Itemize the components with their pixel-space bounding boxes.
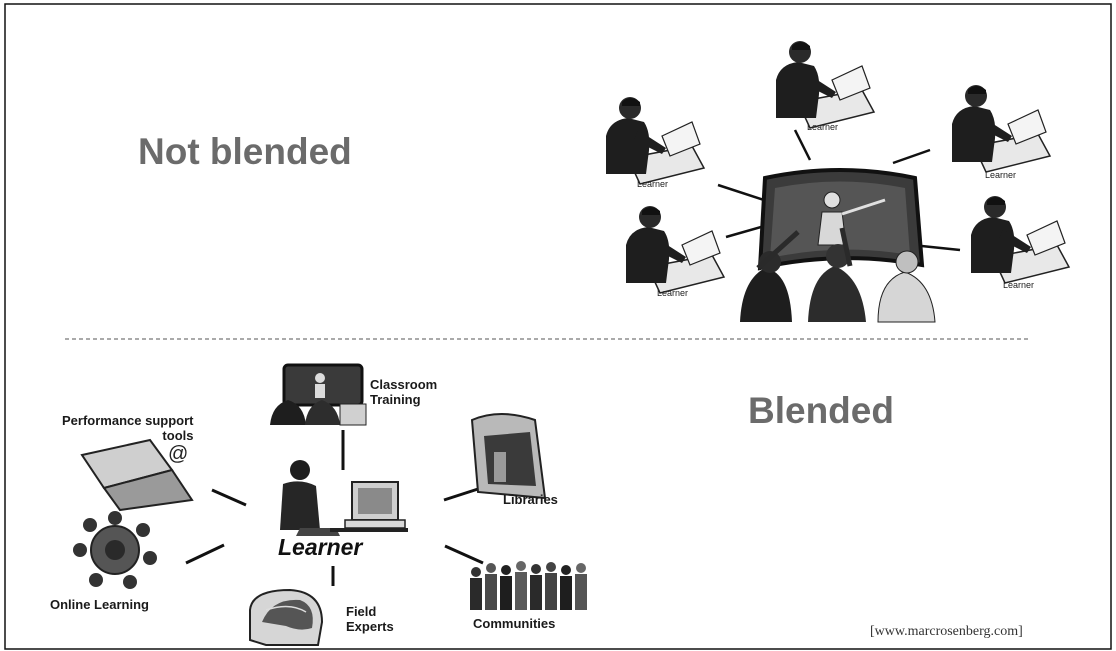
classroom-presentation-diagram — [605, 40, 1070, 323]
learner-caption: Learner — [807, 122, 839, 132]
online-learning-label: Online Learning — [50, 597, 149, 612]
learner-caption: Learner — [637, 179, 669, 189]
learner-icon — [625, 205, 725, 294]
learner-icon — [605, 96, 705, 185]
not-blended-heading: Not blended — [138, 131, 352, 172]
presentation-board-icon — [740, 168, 936, 323]
connector-line — [793, 129, 812, 161]
expert-head-icon — [249, 588, 324, 646]
slide-frame — [4, 3, 1112, 650]
connector-line — [892, 148, 931, 165]
connector-line — [185, 543, 225, 565]
communities-label: Communities — [473, 616, 556, 631]
classroom-training-icon — [270, 363, 367, 426]
online-network-icon — [73, 511, 157, 589]
learner-caption: Learner — [1003, 280, 1035, 290]
learner-caption: Learner — [985, 170, 1017, 180]
blended-heading: Blended — [748, 390, 894, 431]
learner-center-label: Learner — [278, 534, 363, 560]
blended-learning-diagram: @ — [73, 363, 587, 646]
libraries-label: Libraries — [503, 492, 558, 507]
learner-computer-icon — [280, 460, 408, 536]
connector-line — [444, 544, 484, 565]
learner-icon — [951, 84, 1051, 173]
library-book-icon — [470, 413, 547, 500]
source-credit: [www.marcrosenberg.com] — [870, 624, 1023, 639]
performance-support-label: Performance support tools — [62, 413, 194, 443]
classroom-training-label: Classroom Training — [370, 377, 438, 407]
svg-text:@: @ — [168, 443, 188, 465]
laptop-icon: @ — [80, 438, 194, 512]
field-experts-label: Field Experts — [346, 604, 394, 634]
connector-line — [717, 183, 771, 204]
communities-crowd-icon — [470, 561, 587, 610]
learner-icon — [970, 195, 1070, 284]
connector-line — [211, 488, 247, 507]
learner-caption: Learner — [657, 288, 689, 298]
connector-line — [443, 487, 479, 502]
learner-icon — [775, 40, 875, 129]
